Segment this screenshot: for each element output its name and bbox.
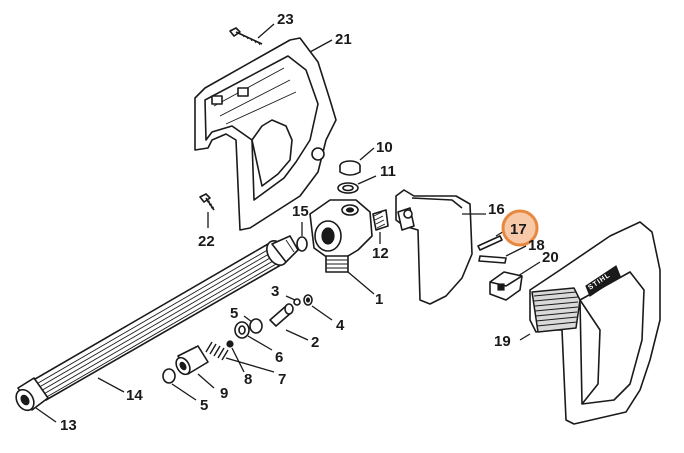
label-part-18: 18 bbox=[528, 237, 545, 254]
label-part-5-upper: 5 bbox=[230, 305, 238, 322]
part-16-trigger bbox=[395, 189, 473, 305]
part-23-screw bbox=[229, 27, 263, 46]
part-17-highlight-circle bbox=[501, 209, 539, 247]
label-part-13: 13 bbox=[60, 417, 77, 434]
label-part-14: 14 bbox=[126, 387, 143, 404]
label-part-22: 22 bbox=[198, 233, 215, 250]
label-part-21: 21 bbox=[335, 31, 352, 48]
label-part-16: 16 bbox=[488, 201, 505, 218]
part-6-washer bbox=[234, 321, 250, 339]
part-18-pin bbox=[478, 255, 507, 264]
label-part-4: 4 bbox=[336, 317, 345, 334]
part-9-nozzle bbox=[175, 345, 209, 376]
part-5-o-ring-upper bbox=[249, 318, 263, 334]
part-15-o-ring bbox=[296, 236, 308, 252]
part-7-spring bbox=[205, 341, 229, 361]
label-part-1: 1 bbox=[375, 291, 383, 308]
label-part-9: 9 bbox=[220, 385, 228, 402]
label-part-23: 23 bbox=[277, 11, 294, 28]
part-19-handle-half: STIHL bbox=[529, 221, 661, 425]
label-part-17: 17 bbox=[510, 221, 527, 238]
part-12-spring bbox=[372, 209, 389, 231]
part-11-o-ring bbox=[337, 182, 359, 194]
label-part-7: 7 bbox=[278, 371, 286, 388]
part-3-ball bbox=[293, 298, 301, 306]
part-10-plug bbox=[339, 160, 361, 176]
part-13-lance-end bbox=[15, 377, 49, 412]
part-20-clip bbox=[489, 271, 523, 301]
label-part-19: 19 bbox=[494, 333, 511, 350]
label-part-11: 11 bbox=[380, 163, 396, 180]
leader-lines bbox=[35, 23, 541, 423]
part-5-o-ring-lower bbox=[162, 368, 176, 384]
label-part-5-lower: 5 bbox=[200, 397, 208, 414]
label-part-10: 10 bbox=[376, 139, 393, 156]
part-1-valve-body bbox=[309, 199, 373, 273]
label-part-8: 8 bbox=[244, 371, 252, 388]
part-22-screw bbox=[199, 193, 215, 211]
part-4-washer bbox=[303, 294, 313, 306]
part-17-pin bbox=[477, 235, 503, 251]
label-part-2: 2 bbox=[311, 334, 319, 351]
label-part-12: 12 bbox=[372, 245, 389, 262]
part-labels: 23 21 10 11 15 16 17 18 20 22 12 1 3 4 5… bbox=[60, 11, 559, 434]
label-part-20: 20 bbox=[542, 249, 559, 266]
part-2-valve-stem bbox=[269, 303, 294, 327]
part-8-ball bbox=[226, 340, 234, 348]
label-part-6: 6 bbox=[275, 349, 283, 366]
label-part-15: 15 bbox=[292, 203, 309, 220]
label-part-3: 3 bbox=[271, 283, 279, 300]
part-21-handle-half bbox=[194, 37, 337, 231]
